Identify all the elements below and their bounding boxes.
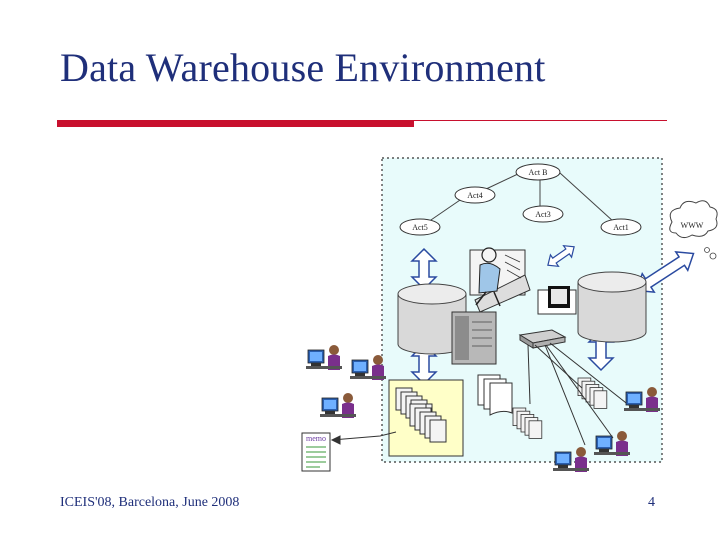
analyst-workstation-icon — [469, 247, 531, 313]
act-link-arrow — [547, 244, 575, 268]
desktop-computer-icon — [537, 286, 577, 315]
report-pages-icon — [477, 374, 513, 416]
actor-act4: Act4 — [454, 186, 496, 204]
actor-act1-label: Act1 — [613, 223, 629, 232]
database-right-icon — [577, 271, 647, 343]
actor-act5-label: Act5 — [412, 223, 428, 232]
actor-top: Act B — [515, 163, 561, 181]
network-hub-icon — [518, 329, 567, 349]
actor-top-label: Act B — [529, 168, 548, 177]
user-workstation-icon-2 — [349, 354, 387, 381]
actor-act1: Act1 — [600, 218, 642, 236]
title-underline-red — [57, 120, 414, 127]
actor-act3: Act3 — [522, 205, 564, 223]
www-cloud-icon: WWW — [669, 200, 718, 260]
actor-act5: Act5 — [399, 218, 441, 236]
actor-act3-label: Act3 — [535, 210, 551, 219]
page-number: 4 — [648, 495, 655, 510]
actor-act4-label: Act4 — [467, 191, 483, 200]
user-workstation-icon-3 — [319, 392, 357, 419]
footer-conference: ICEIS'08, Barcelona, June 2008 — [60, 495, 240, 510]
actor-links — [427, 172, 615, 223]
slide-title: Data Warehouse Environment — [60, 45, 546, 90]
memo-label: memo — [306, 434, 326, 443]
hub-connections — [330, 342, 631, 446]
www-link-arrow — [635, 250, 695, 294]
www-cloud-label: WWW — [681, 221, 704, 230]
user-workstation-icon — [305, 344, 343, 371]
memo-icon: memo — [301, 432, 331, 472]
title-underline-thin — [414, 120, 667, 121]
server-icon — [451, 311, 497, 365]
